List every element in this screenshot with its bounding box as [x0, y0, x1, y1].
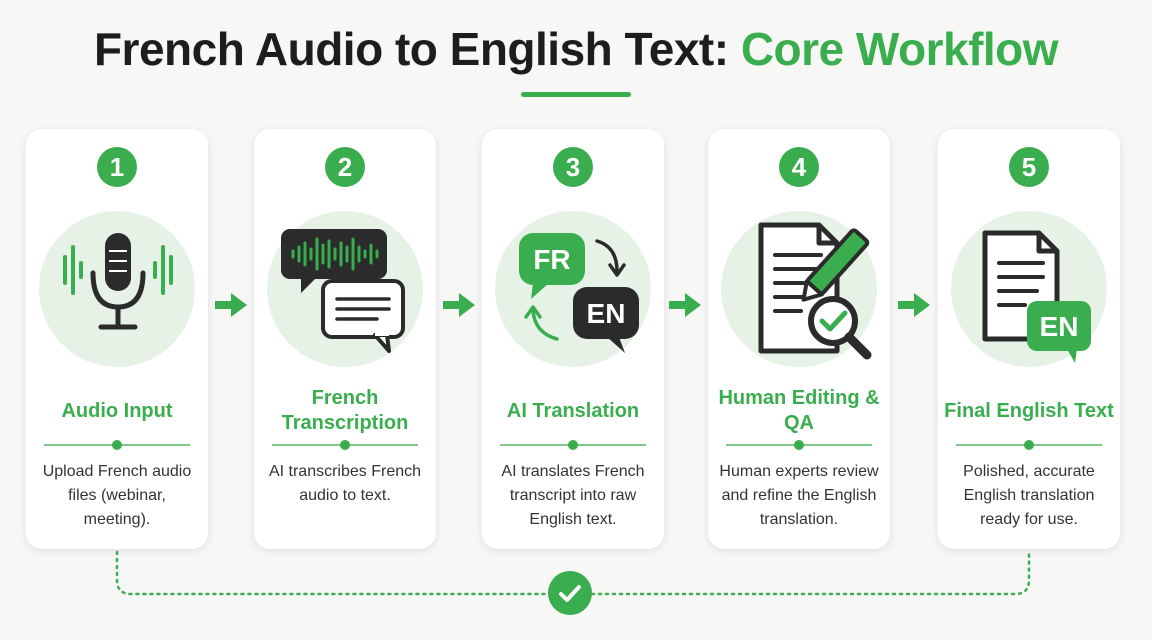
step-card-4: 4 Human Editing & QA Human experts revie…	[708, 129, 890, 549]
microphone-icon	[39, 211, 195, 367]
step-number-badge: 1	[97, 147, 137, 187]
arrow-right-icon	[443, 293, 475, 317]
divider	[500, 440, 646, 450]
document-edit-review-icon	[721, 211, 877, 367]
step-title: AI Translation	[506, 399, 640, 422]
step-title: Audio Input	[61, 399, 173, 422]
step-description: Human experts review and refine the Engl…	[719, 463, 879, 528]
step-description: Upload French audio files (webinar, meet…	[42, 463, 192, 528]
step-title: Human Editing & QA	[718, 387, 880, 434]
step-number-badge: 2	[325, 147, 365, 187]
step-title: Final English Text	[944, 399, 1114, 422]
translate-fr-en-icon: FR EN	[495, 211, 651, 367]
step-description: Polished, accurate English translation r…	[963, 463, 1095, 528]
title-underline	[521, 92, 631, 97]
arrow-right-icon	[215, 293, 247, 317]
title-main: French Audio to English Text:	[93, 23, 741, 75]
checkmark-icon	[548, 571, 592, 615]
step-description: AI translates French transcript into raw…	[501, 463, 645, 528]
step-number-badge: 5	[1009, 147, 1049, 187]
divider	[956, 440, 1102, 450]
divider	[44, 440, 190, 450]
speech-bubbles-waveform-icon	[267, 211, 423, 367]
step-card-5: 5 EN Final English Text Polished, accura…	[938, 129, 1120, 549]
fr-badge-label: FR	[533, 244, 570, 275]
en-final-badge-label: EN	[1040, 311, 1079, 342]
step-number-badge: 3	[553, 147, 593, 187]
arrow-right-icon	[898, 293, 930, 317]
step-card-2: 2	[254, 129, 436, 549]
step-number-badge: 4	[779, 147, 819, 187]
divider	[272, 440, 418, 450]
title-highlight: Core Workflow	[740, 23, 1059, 75]
arrow-right-icon	[669, 293, 701, 317]
page-title: French Audio to English Text: Core Workf…	[0, 22, 1152, 76]
step-title: French Transcription	[281, 387, 409, 434]
step-description: AI transcribes French audio to text.	[268, 463, 422, 504]
divider	[726, 440, 872, 450]
step-card-3: 3 FR EN AI Translation AI translates Fre…	[482, 129, 664, 549]
en-badge-label: EN	[587, 298, 626, 329]
english-document-icon: EN	[951, 211, 1107, 367]
step-card-1: 1 Audio Input Upload French audio files …	[26, 129, 208, 549]
